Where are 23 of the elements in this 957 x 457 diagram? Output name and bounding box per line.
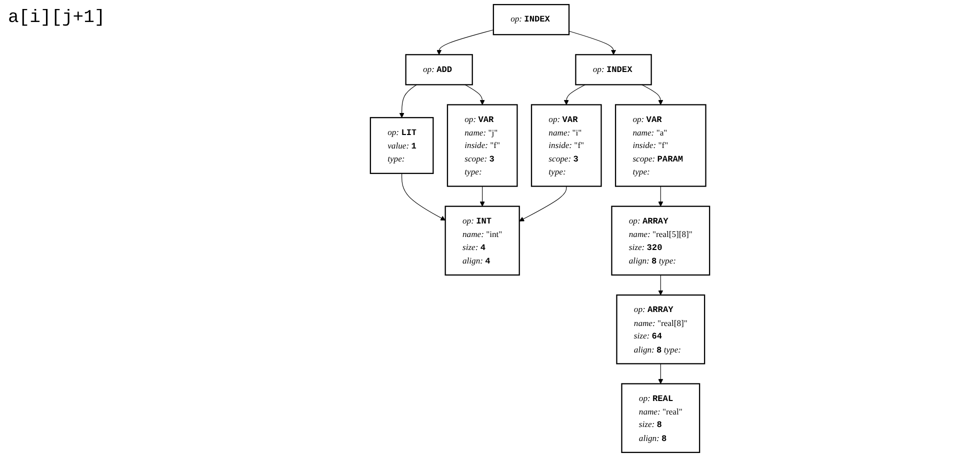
node-box: op: REAL name: "real" size: 8 align: 8 (621, 383, 700, 453)
arrow (658, 363, 664, 384)
node-box: op: INDEX (492, 4, 570, 36)
arrow (399, 84, 417, 118)
node-box: op: ADD (405, 54, 473, 86)
arrow (568, 30, 616, 55)
arrow (642, 84, 664, 105)
node-box: op: INT name: "int" size: 4 align: 4 (444, 206, 520, 276)
node-box: op: VAR name: "a" inside: "f" scope: PARAM type: (614, 104, 706, 187)
arrow (480, 186, 485, 207)
expression-text: a[i][j+1] (8, 8, 106, 28)
node-box: op: INDEX (575, 54, 652, 86)
arrow (564, 84, 586, 105)
node-box: op: ARRAY name: "real[5][8]" size: 320 align: 8 type: (611, 206, 710, 276)
node-box: op: ARRAY name: "real[8]" size: 64 align: 8 type: (616, 294, 706, 364)
arrow (464, 84, 485, 105)
node-box: op: VAR name: "j" inside: "f" scope: 3 type: (446, 104, 518, 187)
arrow (436, 30, 494, 55)
arrow (519, 186, 567, 222)
arrow (658, 274, 664, 296)
arrow (658, 186, 664, 207)
arrow (402, 173, 446, 220)
node-box: op: VAR name: "i" inside: "f" scope: 3 type: (530, 104, 602, 187)
